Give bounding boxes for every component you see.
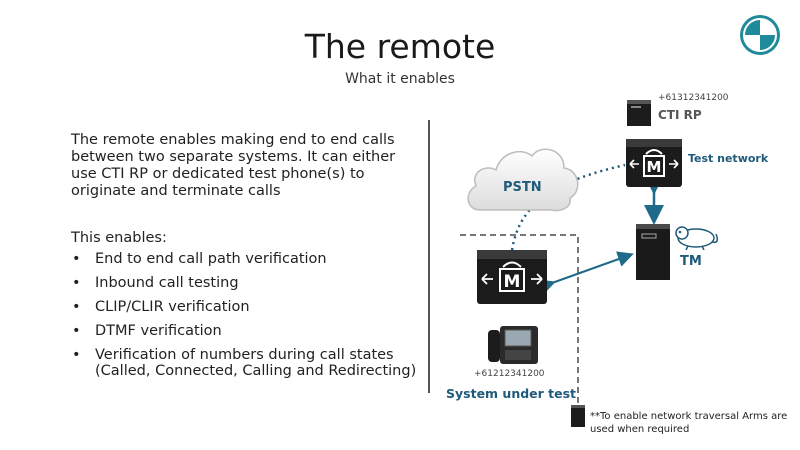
cloud-icon <box>467 148 579 212</box>
enables-label: This enables: <box>71 230 167 246</box>
page-subtitle: What it enables <box>345 71 455 87</box>
phone-icon <box>488 326 538 364</box>
svg-text:M: M <box>504 272 521 292</box>
intro-paragraph: The remote enables making end to end cal… <box>71 132 396 199</box>
bullet-item: Inbound call testing <box>71 275 421 291</box>
test-network-tm-link <box>538 251 634 295</box>
sut-number: +61212341200 <box>474 369 545 379</box>
system-boundary-line <box>460 234 579 405</box>
bullet-item: End to end call path verification <box>71 251 421 267</box>
cti-label: CTI RP <box>658 108 702 122</box>
bullet-item: Verification of numbers during call stat… <box>71 347 421 379</box>
svg-text:M: M <box>647 158 662 176</box>
pstn-label: PSTN <box>503 180 542 195</box>
router-icon: M <box>477 250 547 304</box>
cti-number: +61312341200 <box>658 93 729 103</box>
sut-label: System under test <box>446 386 577 401</box>
footnote: **To enable network traversal Arms are u… <box>590 411 788 435</box>
bullet-item: DTMF verification <box>71 323 421 339</box>
bullet-item: CLIP/CLIR verification <box>71 299 421 315</box>
logo-icon <box>740 15 780 55</box>
cti-server-icon <box>627 100 651 126</box>
bullet-list: End to end call path verification Inboun… <box>71 251 421 387</box>
router-icon: M <box>626 139 682 187</box>
vertical-divider <box>428 120 430 393</box>
monkey-icon <box>675 226 719 250</box>
arm-server-icon <box>571 405 585 427</box>
test-network-label: Test network <box>688 152 769 165</box>
page-title: The remote <box>304 27 496 66</box>
tm-server-icon <box>636 224 670 280</box>
tm-label: TM <box>680 254 702 269</box>
